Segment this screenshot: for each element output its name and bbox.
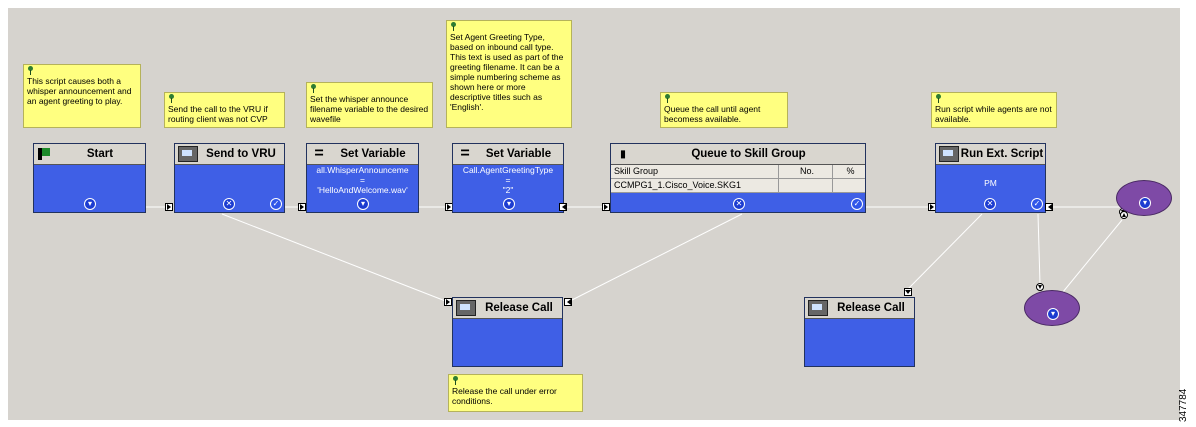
connection-lines	[146, 206, 1123, 303]
script-name: PM	[984, 178, 997, 188]
input-connector[interactable]	[444, 298, 452, 306]
exit-chevron-icon[interactable]: ▾	[357, 198, 369, 210]
equals-icon: =	[314, 145, 324, 162]
pin-icon	[310, 84, 316, 93]
operator: =	[360, 175, 365, 185]
pin-icon	[664, 94, 670, 103]
note-start: This script causes both a whisper announ…	[23, 64, 141, 128]
input-connector[interactable]	[298, 203, 306, 211]
failure-exit-icon[interactable]: ✕	[223, 198, 235, 210]
note-set-variable-1: Set the whisper announce filename variab…	[306, 82, 433, 128]
node-title: Send to VRU	[206, 148, 276, 160]
output-connector[interactable]	[1045, 203, 1053, 211]
exit-chevron-icon[interactable]: ▾	[1139, 197, 1151, 209]
figure-id: 347784	[1178, 388, 1189, 422]
success-exit-icon[interactable]: ✓	[1031, 198, 1043, 210]
table-row[interactable]: CCMPG1_1.Cisco_Voice.SKG1	[611, 179, 865, 193]
release-phone-icon	[808, 300, 828, 316]
success-exit-icon[interactable]: ✓	[851, 198, 863, 210]
exit-chevron-icon[interactable]: ▾	[1047, 308, 1059, 320]
pin-icon	[27, 66, 33, 75]
exit-chevron-icon[interactable]: ▾	[84, 198, 96, 210]
percent-cell	[833, 179, 865, 192]
variable-name: Call.AgentGreetingType	[462, 165, 554, 175]
note-set-variable-2: Set Agent Greeting Type, based on inboun…	[446, 20, 572, 128]
node-title: Queue to Skill Group	[691, 148, 806, 160]
node-set-variable-2[interactable]: = Set Variable Call.AgentGreetingType = …	[452, 143, 564, 213]
skill-group-cell: CCMPG1_1.Cisco_Voice.SKG1	[611, 179, 779, 192]
vru-icon	[178, 146, 198, 162]
note-release: Release the call under error conditions.	[448, 374, 583, 412]
script-icon	[939, 146, 959, 162]
variable-name: all.WhisperAnnounceme	[316, 165, 409, 175]
connector-dot[interactable]	[1120, 211, 1128, 219]
exit-chevron-icon[interactable]: ▾	[503, 198, 515, 210]
failure-exit-icon[interactable]: ✕	[984, 198, 996, 210]
variable-value: 'HelloAndWelcome.wav'	[317, 185, 408, 195]
node-title: Set Variable	[485, 148, 552, 160]
output-connector[interactable]	[564, 298, 572, 306]
node-set-variable-1[interactable]: = Set Variable all.WhisperAnnounceme = '…	[306, 143, 419, 213]
script-canvas[interactable]: This script causes both a whisper announ…	[8, 8, 1180, 420]
input-connector[interactable]	[904, 288, 912, 296]
number-cell	[779, 179, 833, 192]
note-queue: Queue the call until agent becomess avai…	[660, 92, 788, 128]
pin-icon	[168, 94, 174, 103]
input-connector[interactable]	[165, 203, 173, 211]
node-title: Release Call	[837, 302, 905, 314]
variable-value: "2"	[502, 185, 514, 195]
column-header: No.	[779, 165, 833, 178]
failure-exit-icon[interactable]: ✕	[733, 198, 745, 210]
node-title: Run Ext. Script	[960, 148, 1044, 160]
node-queue-to-skill-group[interactable]: ▮ Queue to Skill Group Skill Group No. %…	[610, 143, 866, 213]
note-run-script: Run script while agents are not availabl…	[931, 92, 1057, 128]
node-send-to-vru[interactable]: Send to VRU ✕ ✓	[174, 143, 285, 213]
output-connector[interactable]	[559, 203, 567, 211]
node-start[interactable]: Start ▾	[33, 143, 146, 213]
success-exit-icon[interactable]: ✓	[270, 198, 282, 210]
equals-icon: =	[460, 145, 470, 162]
loop-node-lower[interactable]: ▾	[1024, 290, 1080, 326]
node-release-call-1[interactable]: Release Call	[452, 297, 563, 367]
traffic-light-icon: ▮	[620, 148, 626, 160]
operator: =	[505, 175, 511, 185]
node-title: Set Variable	[340, 148, 406, 160]
column-header: Skill Group	[611, 165, 779, 178]
skill-group-table: Skill Group No. % CCMPG1_1.Cisco_Voice.S…	[611, 165, 865, 193]
node-release-call-2[interactable]: Release Call	[804, 297, 915, 367]
node-title: Release Call	[485, 302, 553, 314]
node-run-ext-script[interactable]: Run Ext. Script PM ✕ ✓	[935, 143, 1046, 213]
node-title: Start	[86, 148, 114, 160]
pin-icon	[935, 94, 941, 103]
start-flag-icon	[37, 146, 55, 162]
release-phone-icon	[456, 300, 476, 316]
column-header: %	[846, 166, 855, 176]
loop-node-upper[interactable]: ▾	[1116, 180, 1172, 216]
input-connector[interactable]	[602, 203, 610, 211]
note-send-to-vru: Send the call to the VRU if routing clie…	[164, 92, 285, 128]
pin-icon	[452, 376, 458, 385]
pin-icon	[450, 22, 456, 31]
table-header: Skill Group No. %	[611, 165, 865, 179]
